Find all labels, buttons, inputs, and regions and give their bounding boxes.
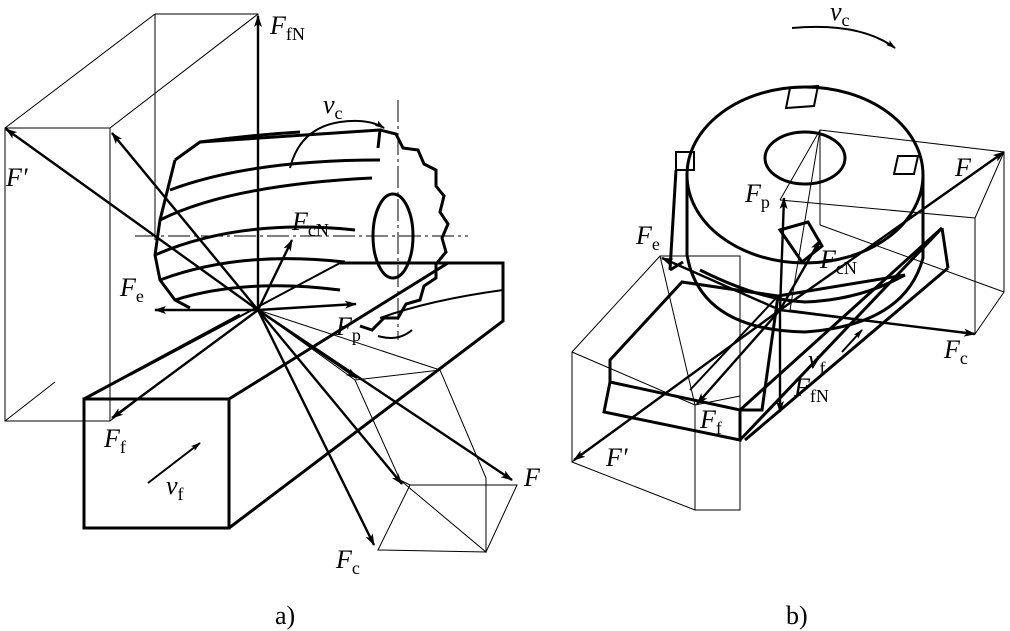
label-F-b: F <box>954 153 972 182</box>
label-Fp-a: Fp <box>335 312 361 345</box>
label-vf-b: vf <box>808 345 826 378</box>
label-Fp-b: Fp <box>744 179 770 212</box>
label-FfN-a: FfN <box>269 11 305 44</box>
vector-Fprime-a <box>5 128 259 311</box>
vector-FcN-b <box>778 239 822 311</box>
resultant-construction-box-a <box>257 309 518 554</box>
caption-a: a) <box>275 601 295 630</box>
label-vf-a: vf <box>166 471 184 504</box>
label-F-a: F <box>523 463 541 492</box>
vector-F-b <box>779 151 1005 311</box>
workpiece-b <box>602 226 950 442</box>
vector-Fprime-b <box>573 309 781 461</box>
vector-Ff-a <box>111 309 259 419</box>
face-mill-b <box>668 84 925 334</box>
workpiece-a <box>82 261 505 530</box>
force-construction-box-a <box>4 13 259 422</box>
label-Fprime-b: F′ <box>605 443 628 472</box>
panel-b: vc F Fp Fe FcN Fc vf FfN Ff F′ b) <box>571 0 1005 630</box>
vector-Fd-a <box>257 309 403 485</box>
force-vectors-b <box>573 151 1005 461</box>
vc-rotation-arrow-a <box>289 119 385 169</box>
label-Fprime-a: F′ <box>5 163 28 192</box>
label-vc-a: vc <box>323 90 343 123</box>
label-Fc-b: Fc <box>943 335 968 368</box>
force-construction-box-b <box>571 129 1005 511</box>
vf-arrow-b <box>841 329 863 353</box>
label-Ff-b: Ff <box>699 405 722 438</box>
label-Fc-a: Fc <box>335 545 360 578</box>
vc-rotation-arrow-b <box>791 25 896 49</box>
vector-Fcv-a <box>257 309 358 379</box>
vf-arrow-a <box>147 442 201 484</box>
label-Fe-a: Fe <box>119 273 144 306</box>
label-Fe-b: Fe <box>635 221 660 254</box>
label-Ff-a: Ff <box>103 424 126 457</box>
label-FcN-b: FcN <box>819 245 857 278</box>
vector-Fc-a <box>256 309 376 546</box>
vector-Fe-b <box>661 256 781 312</box>
vector-Fc-b <box>779 308 976 337</box>
vector-Ff-b <box>696 309 781 405</box>
label-FfN-b: FfN <box>793 373 829 406</box>
label-FcN-a: FcN <box>291 207 329 240</box>
label-vc-b: vc <box>830 0 850 30</box>
caption-b: b) <box>786 601 808 630</box>
panel-a: FfN vc F′ FcN Fe Fp Ff vf F Fc a) <box>4 11 541 630</box>
force-vectors-a <box>5 15 513 546</box>
vector-Fp-b <box>778 197 788 311</box>
vector-Fcross-a <box>111 132 259 311</box>
vector-FcN-a <box>256 239 294 311</box>
vector-Fp-a <box>257 300 357 312</box>
